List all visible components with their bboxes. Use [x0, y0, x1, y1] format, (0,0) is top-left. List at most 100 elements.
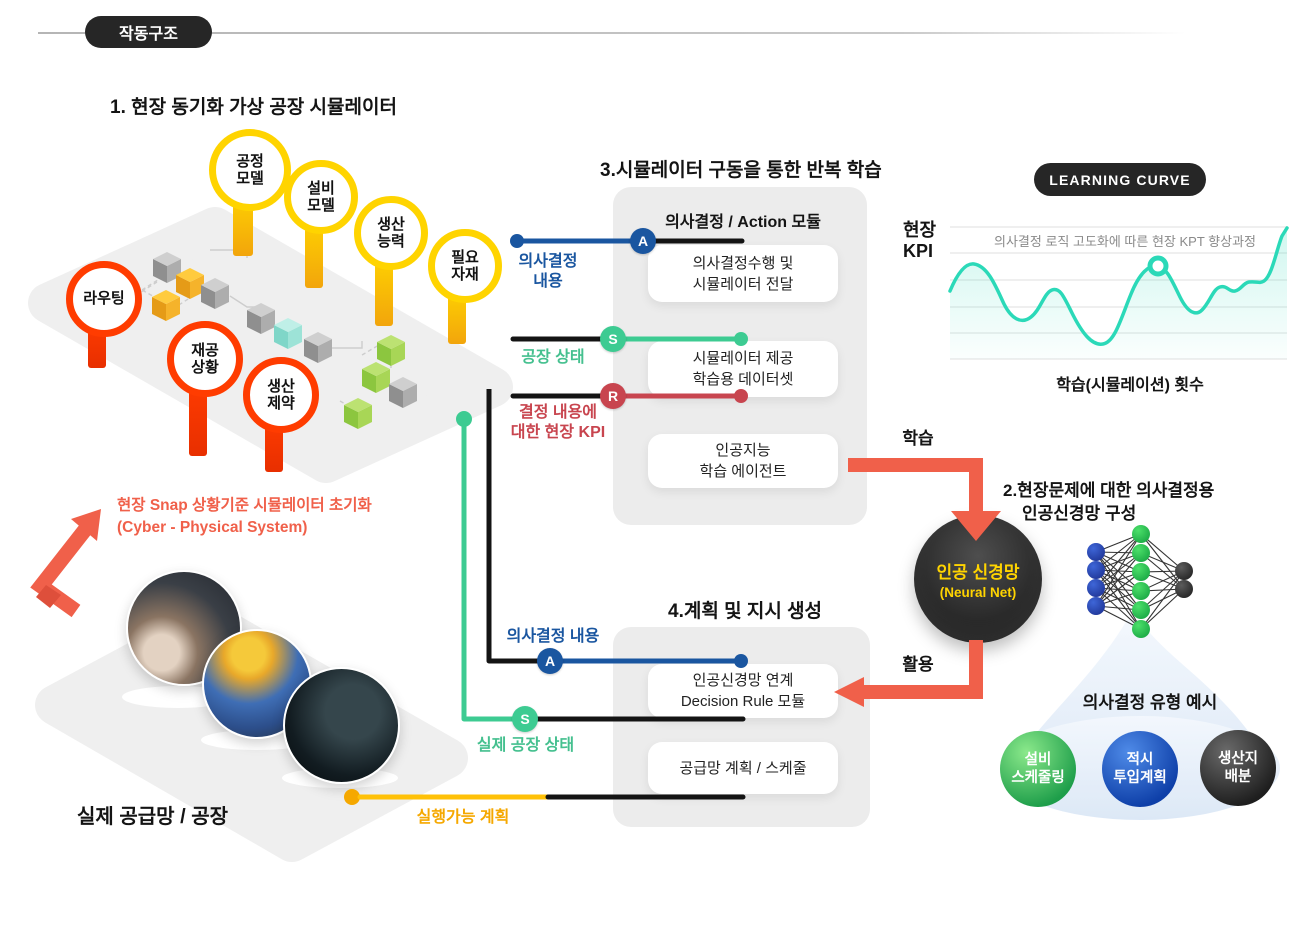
section-badge: 작동구조 [85, 16, 212, 48]
header-rule [38, 32, 1272, 34]
cube-face [362, 362, 390, 376]
loop-title: 3.시뮬레이터 구동을 통한 반복 학습 [600, 160, 882, 181]
nn-edge [1095, 590, 1142, 607]
nn-node [1175, 580, 1193, 598]
neural-sphere-subtitle: (Neural Net) [939, 585, 1017, 600]
line-dot [344, 789, 360, 805]
cube-face [201, 285, 215, 309]
nn-edge [1095, 533, 1142, 553]
nn-edge [1095, 551, 1142, 573]
label-action-content: 의사결정 내용 [518, 253, 578, 290]
action-module-title: 의사결정 / Action 모듈 [665, 214, 821, 231]
cube-face [167, 259, 181, 283]
cube-face [318, 339, 332, 363]
nn-edge [1095, 571, 1142, 607]
cube-face [215, 285, 229, 309]
cube-face [344, 398, 372, 412]
kpi-highlight-marker [1147, 255, 1169, 277]
cube-face [176, 275, 190, 299]
nn-node [1087, 561, 1105, 579]
photo-circuit [283, 667, 400, 784]
neural-sphere-title: 인공 신경망 [936, 563, 1020, 582]
nn-edge [1140, 571, 1185, 590]
chart-ylabel: 현장 KPI [903, 220, 937, 261]
cube-face [389, 384, 403, 408]
cps-label-line1: 현장 Snap 상황기준 시뮬레이터 초기화 [117, 497, 372, 514]
box-supply-plan: 공급망 계획 / 스케줄 [648, 742, 838, 794]
nn-edge [1095, 569, 1142, 573]
nn-node [1132, 582, 1150, 600]
nn-edge [1095, 533, 1142, 571]
cube-face [190, 275, 204, 299]
nn-edge [1095, 569, 1142, 611]
nn-edge [1140, 552, 1185, 590]
nn-edge [1095, 533, 1142, 607]
nn-edge [1140, 588, 1185, 611]
nn-edge [1095, 552, 1142, 589]
cube-face [261, 310, 275, 334]
box-agent: 인공지능 학습 에이전트 [648, 434, 838, 488]
pin-capacity: 생산 능력 [354, 196, 428, 270]
chart-annotation: 의사결정 로직 고도화에 따른 현장 KPT 향상과정 [994, 234, 1256, 249]
nn-edge [1095, 552, 1142, 571]
cube-face [358, 405, 372, 429]
pin-routing: 라우팅 [66, 261, 142, 337]
decision-types-title: 의사결정 유형 예시 [1082, 693, 1218, 712]
nn-edge [1095, 605, 1142, 630]
cps-arrowhead [71, 509, 101, 541]
learn-arrow [848, 458, 983, 513]
label-executable-plan: 실행가능 계획 [416, 809, 510, 826]
badge-action: A [630, 228, 656, 254]
nn-edge [1140, 552, 1185, 572]
nn-edge [1095, 587, 1142, 611]
nn-edge [1095, 587, 1142, 592]
nn-edge [1140, 588, 1185, 592]
cube-face [152, 297, 166, 321]
nn-edge [1140, 570, 1185, 573]
chart-xlabel: 학습(시뮬레이션) 횟수 [1056, 377, 1204, 394]
pin-process-model: 공정 모델 [209, 129, 291, 211]
cps-label-line2: (Cyber - Physical System) [117, 519, 308, 536]
cube-face [344, 405, 358, 429]
nn-edge [1095, 587, 1142, 630]
cube-face [403, 384, 417, 408]
cube-face [288, 325, 302, 349]
nn-edge [1095, 533, 1142, 589]
cube-face [153, 259, 167, 283]
cube-face [377, 342, 391, 366]
real-state-corner [461, 426, 514, 722]
badge-state: S [600, 326, 626, 352]
cube-face [152, 290, 180, 304]
neural-title-line2: 인공신경망 구성 [1022, 504, 1137, 523]
cube-face [247, 310, 261, 334]
cube-face [376, 369, 390, 393]
nn-edge [1140, 533, 1185, 590]
cube-face [304, 332, 332, 346]
nn-edge [1095, 551, 1142, 611]
label-real-state: 실제 공장 상태 [476, 737, 575, 754]
nn-node [1132, 563, 1150, 581]
cps-arrow-notch [36, 585, 61, 608]
neural-net-edges [1095, 533, 1185, 630]
label-factory-state: 공장 상태 [521, 349, 585, 366]
nn-node [1175, 562, 1193, 580]
pin-equipment-model: 설비 모델 [284, 160, 358, 234]
cps-arrow [30, 521, 94, 618]
nn-node [1132, 544, 1150, 562]
nn-node [1132, 601, 1150, 619]
box-decision-rule: 인공신경망 연계 Decision Rule 모듈 [648, 664, 838, 718]
badge-reward: R [600, 383, 626, 409]
sphere-equipment-scheduling: 설비 스케줄링 [1000, 731, 1076, 807]
nn-edge [1140, 570, 1185, 592]
cube-face [391, 342, 405, 366]
nn-edge [1140, 570, 1185, 630]
nn-node [1132, 525, 1150, 543]
sphere-jit-input-plan: 적시 투입계획 [1102, 731, 1178, 807]
cube-face [274, 318, 302, 332]
label-use: 활용 [902, 655, 934, 674]
badge-plan-state: S [512, 706, 538, 732]
section-badge-label: 작동구조 [119, 26, 178, 43]
cube-face [176, 268, 204, 282]
real-factory-caption: 실제 공급망 / 공장 [77, 806, 229, 828]
